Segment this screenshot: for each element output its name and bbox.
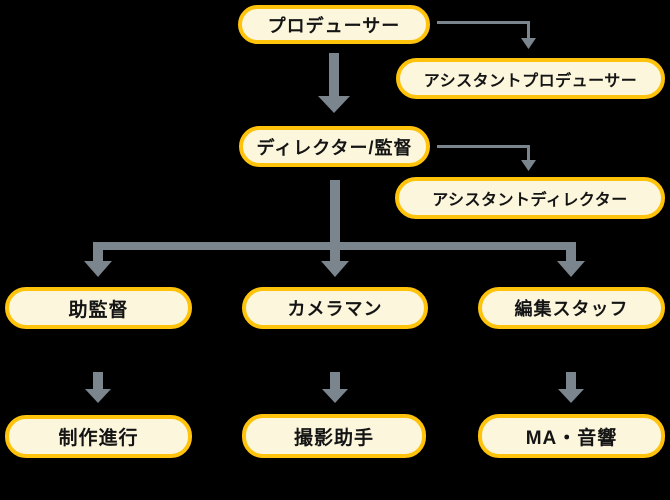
- node-ma-sound-label: MA・音響: [525, 427, 618, 449]
- node-director: ディレクター/監督: [239, 126, 430, 167]
- arrow-assistant-supervisor-to-production-manager: [85, 372, 111, 403]
- node-cameraman: カメラマン: [242, 287, 428, 329]
- node-assistant-director-label: アシスタントディレクター: [432, 192, 628, 209]
- arrow-producer-to-director: [318, 53, 350, 113]
- branch-director-to-three-sections: [84, 180, 585, 277]
- node-camera-assistant-label: 撮影助手: [293, 427, 374, 449]
- node-production-manager-label: 制作進行: [58, 428, 139, 449]
- node-assistant-producer-label: アシスタントプロデューサー: [423, 72, 638, 90]
- node-camera-assistant: 撮影助手: [242, 414, 426, 458]
- node-assistant-supervisor: 助監督: [5, 287, 192, 329]
- arrow-editing-staff-to-ma-sound: [558, 372, 584, 403]
- node-assistant-producer: アシスタントプロデューサー: [396, 58, 665, 99]
- node-assistant-supervisor-label: 助監督: [68, 299, 129, 321]
- connector-director-to-assistant-director: [437, 145, 536, 171]
- connector-producer-to-assistant-producer: [437, 21, 536, 49]
- node-production-manager: 制作進行: [5, 415, 192, 458]
- node-editing-staff-label: 編集スタッフ: [514, 299, 629, 319]
- node-editing-staff: 編集スタッフ: [478, 287, 665, 329]
- node-producer: プロデューサー: [238, 5, 430, 44]
- node-producer-label: プロデューサー: [267, 15, 401, 36]
- node-assistant-director: アシスタントディレクター: [395, 177, 665, 219]
- node-ma-sound: MA・音響: [478, 414, 665, 458]
- node-cameraman-label: カメラマン: [287, 299, 383, 319]
- arrow-cameraman-to-camera-assistant: [322, 372, 348, 403]
- node-director-label: ディレクター/監督: [256, 137, 413, 158]
